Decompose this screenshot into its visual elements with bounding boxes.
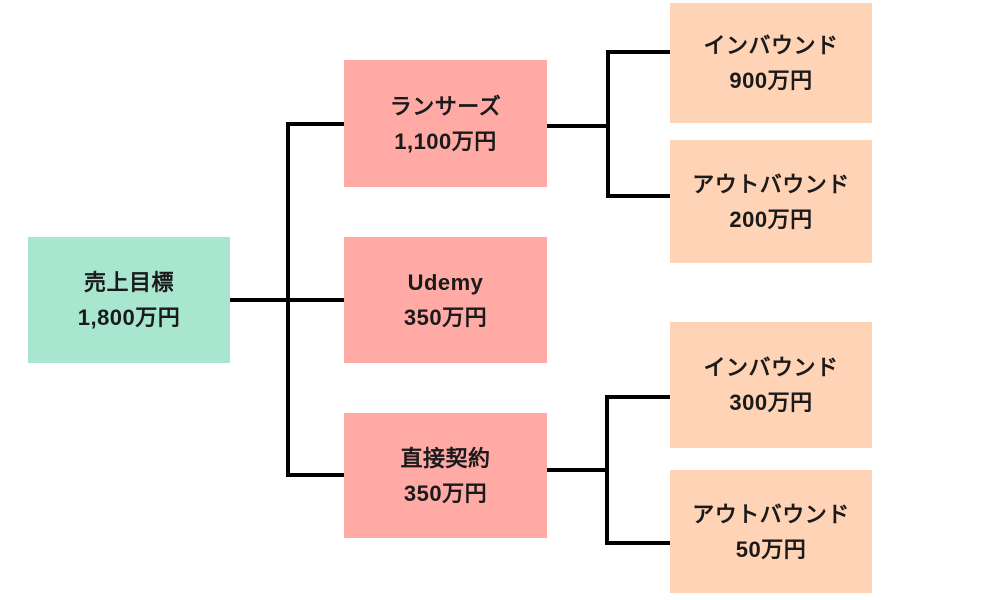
connector-branch-lancers <box>286 122 344 126</box>
node-amount: 1,800万円 <box>77 305 181 330</box>
node-udemy: Udemy 350万円 <box>344 237 547 363</box>
connector-branch-direct <box>286 473 344 477</box>
node-label: アウトバウンド <box>692 171 850 197</box>
connector-branch-lancers-inbound <box>606 50 670 54</box>
node-sales-target: 売上目標 1,800万円 <box>28 237 230 363</box>
connector-left-trunk <box>286 122 290 477</box>
node-amount: 1,100万円 <box>394 128 497 154</box>
node-label: ランサーズ <box>389 93 502 119</box>
connector-branch-direct-inbound <box>605 395 670 399</box>
node-amount: 200万円 <box>729 206 813 232</box>
node-label: インバウンド <box>703 355 839 380</box>
node-direct-inbound: インバウンド 300万円 <box>670 322 872 448</box>
node-lancers: ランサーズ 1,100万円 <box>344 60 547 187</box>
node-label: 直接契約 <box>400 445 491 471</box>
connector-branch-direct-outbound <box>605 541 670 545</box>
connector-branch-lancers-outbound <box>606 194 670 198</box>
node-label: インバウンド <box>703 33 839 58</box>
node-lancers-inbound: インバウンド 900万円 <box>670 3 872 123</box>
node-lancers-outbound: アウトバウンド 200万円 <box>670 140 872 263</box>
node-amount: 50万円 <box>735 536 807 562</box>
node-direct-contract: 直接契約 350万円 <box>344 413 547 538</box>
node-amount: 300万円 <box>729 390 813 415</box>
node-label: Udemy <box>407 270 484 295</box>
connector-lancers-stem <box>547 124 606 128</box>
node-amount: 900万円 <box>729 68 813 93</box>
node-amount: 350万円 <box>403 305 488 330</box>
node-label: アウトバウンド <box>692 501 850 527</box>
connector-direct-trunk <box>605 395 609 545</box>
connector-lancers-trunk <box>606 50 610 198</box>
node-amount: 350万円 <box>403 480 488 506</box>
node-direct-outbound: アウトバウンド 50万円 <box>670 470 872 593</box>
node-label: 売上目標 <box>83 270 174 295</box>
connector-direct-stem <box>547 468 605 472</box>
